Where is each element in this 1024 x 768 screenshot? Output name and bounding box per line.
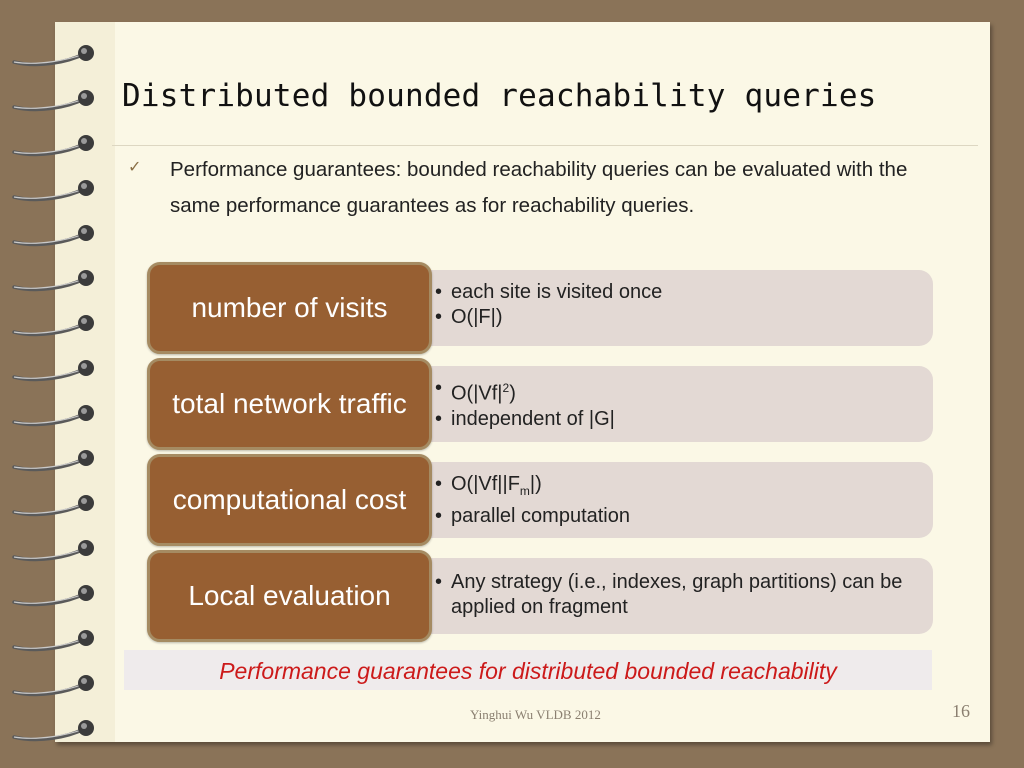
row-detail-traffic: O(|Vf|2) independent of |G| (393, 366, 933, 442)
spiral-ring-icon (12, 405, 94, 427)
checkmark-icon: ✓ (128, 157, 142, 176)
list-item: Any strategy (i.e., indexes, graph parti… (435, 570, 913, 620)
spiral-ring-icon (12, 180, 94, 202)
spiral-ring-icon (12, 585, 94, 607)
spiral-ring-icon (12, 720, 94, 742)
row-label-computation: computational cost (147, 454, 432, 546)
row-label-visits: number of visits (147, 262, 432, 354)
list-item: O(|Vf|2) (435, 376, 913, 407)
list-item: parallel computation (435, 504, 913, 529)
list-item: O(|F|) (435, 305, 913, 330)
spiral-ring-icon (12, 225, 94, 247)
intro-text: Performance guarantees: bounded reachabi… (170, 158, 908, 217)
spiral-ring-icon (12, 270, 94, 292)
caption-box: Performance guarantees for distributed b… (124, 650, 932, 690)
spiral-ring-icon (12, 540, 94, 562)
caption-text: Performance guarantees for distributed b… (219, 658, 837, 684)
spiral-ring-icon (12, 135, 94, 157)
list-item: each site is visited once (435, 280, 913, 305)
footer-text: Yinghui Wu VLDB 2012 (470, 707, 601, 722)
row-detail-local: Any strategy (i.e., indexes, graph parti… (393, 558, 933, 634)
row-label-traffic: total network traffic (147, 358, 432, 450)
spiral-ring-icon (12, 360, 94, 382)
list-item: O(|Vf||Fm|) (435, 472, 913, 504)
spiral-ring-icon (12, 630, 94, 652)
page-number: 16 (952, 701, 970, 721)
row-detail-visits: each site is visited once O(|F|) (393, 270, 933, 346)
row-label-local: Local evaluation (147, 550, 432, 642)
spiral-ring-icon (12, 675, 94, 697)
spiral-ring-icon (12, 315, 94, 337)
list-item: independent of |G| (435, 407, 913, 432)
spiral-ring-icon (12, 495, 94, 517)
row-detail-computation: O(|Vf||Fm|) parallel computation (393, 462, 933, 538)
spiral-ring-icon (12, 450, 94, 472)
title-divider (112, 145, 978, 146)
slide-title: Distributed bounded reachability queries (122, 78, 877, 114)
spiral-ring-icon (12, 90, 94, 112)
spiral-ring-icon (12, 45, 94, 67)
